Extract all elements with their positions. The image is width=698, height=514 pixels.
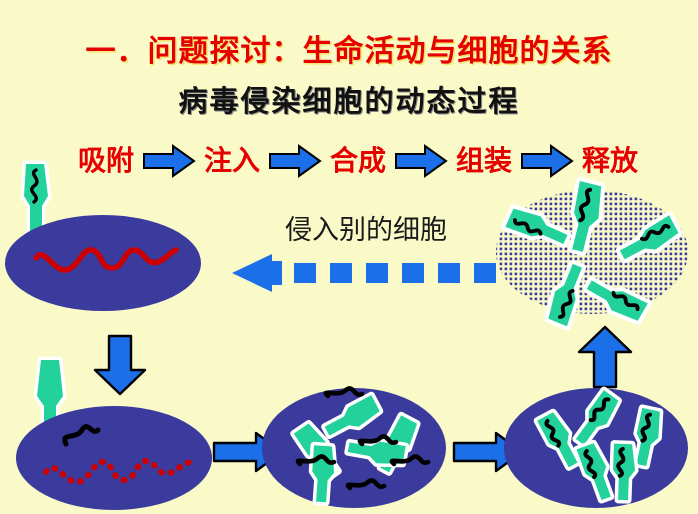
cell-release bbox=[496, 177, 688, 331]
stage-label-synthesis: 合成 bbox=[329, 144, 386, 177]
stage-arrow-icon-4 bbox=[520, 144, 574, 178]
reinfect-annotation-label: 侵入别的细胞 bbox=[285, 215, 447, 246]
cell-injection bbox=[16, 356, 212, 510]
stage-label-adsorption: 吸附 bbox=[78, 144, 135, 177]
host-dna-strand bbox=[33, 247, 179, 273]
stage-label-release: 释放 bbox=[581, 144, 638, 177]
arrow-up-right bbox=[577, 325, 633, 389]
assembled-phage-group bbox=[533, 386, 664, 504]
phage-release-group bbox=[501, 177, 683, 331]
cell-assembly bbox=[504, 386, 688, 508]
phage-dna-strand bbox=[62, 424, 101, 447]
cell-membrane bbox=[16, 406, 212, 510]
page-title: 一．问题探讨：生命活动与细胞的关系 bbox=[85, 34, 613, 69]
arrow-down-left bbox=[93, 334, 147, 396]
stage-arrow-icon-1 bbox=[143, 144, 196, 178]
arrow-dashed-left bbox=[232, 254, 496, 292]
page-subtitle: 病毒侵染细胞的动态过程 bbox=[178, 84, 520, 118]
cell-synthesis bbox=[262, 386, 446, 508]
cell-adsorption bbox=[5, 160, 201, 311]
stage-flow-row: 吸附 注入 合成 组装 释放 bbox=[78, 140, 638, 182]
host-dna-degraded bbox=[43, 457, 193, 485]
stage-arrow-icon-3 bbox=[394, 144, 448, 178]
stage-label-injection: 注入 bbox=[203, 144, 260, 177]
stage-label-assembly: 组装 bbox=[455, 144, 512, 177]
phage-adsorbed-icon bbox=[20, 160, 52, 242]
free-phage-dna-group bbox=[295, 386, 431, 491]
stage-arrow-icon-2 bbox=[268, 144, 322, 178]
